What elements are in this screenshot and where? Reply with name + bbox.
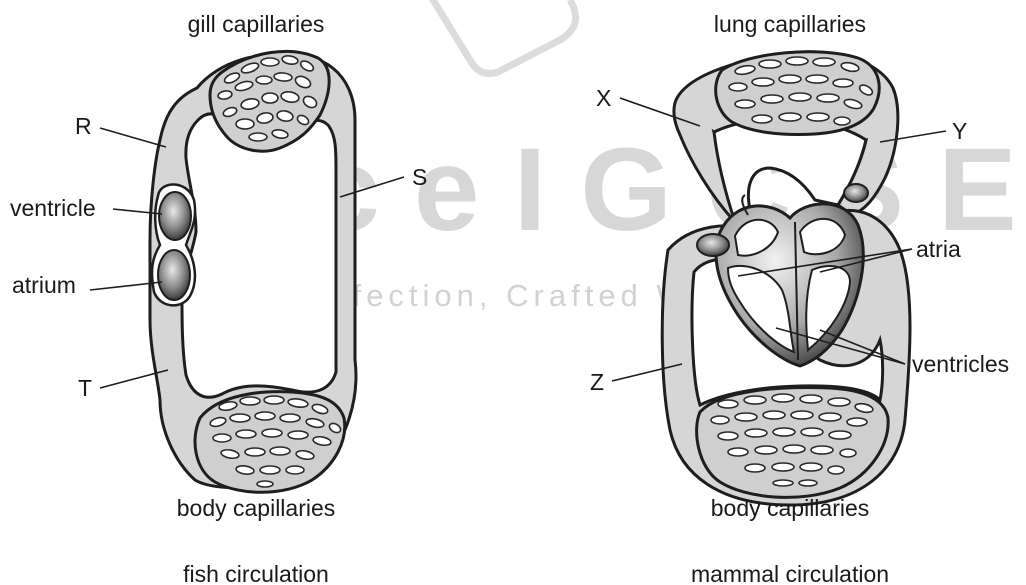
vena-cava-opening: [697, 234, 729, 256]
label-Y: Y: [952, 118, 967, 144]
watermark-pen-icon: [430, 0, 576, 74]
fish-caption: fish circulation: [183, 561, 329, 585]
label-Z: Z: [590, 369, 604, 395]
mammal-caption: mammal circulation: [691, 561, 889, 585]
fish-gill-capillaries-label: gill capillaries: [188, 11, 325, 37]
pulmonary-vein-opening: [844, 184, 868, 202]
fish-inner-space: [182, 114, 336, 397]
leader-R: [100, 128, 166, 147]
label-S: S: [412, 164, 427, 190]
label-atria: atria: [916, 236, 961, 262]
fish-atrium: [158, 250, 190, 300]
label-ventricles: ventricles: [912, 351, 1009, 377]
label-R: R: [75, 113, 92, 139]
fish-ventricle: [159, 192, 191, 240]
label-atrium: atrium: [12, 272, 76, 298]
lung-capillaries-label: lung capillaries: [714, 11, 866, 37]
label-X: X: [596, 85, 611, 111]
label-ventricle: ventricle: [10, 195, 96, 221]
label-T: T: [78, 375, 92, 401]
fish-body-capillaries-label: body capillaries: [177, 495, 336, 521]
mammal-body-capillaries-label: body capillaries: [711, 495, 870, 521]
